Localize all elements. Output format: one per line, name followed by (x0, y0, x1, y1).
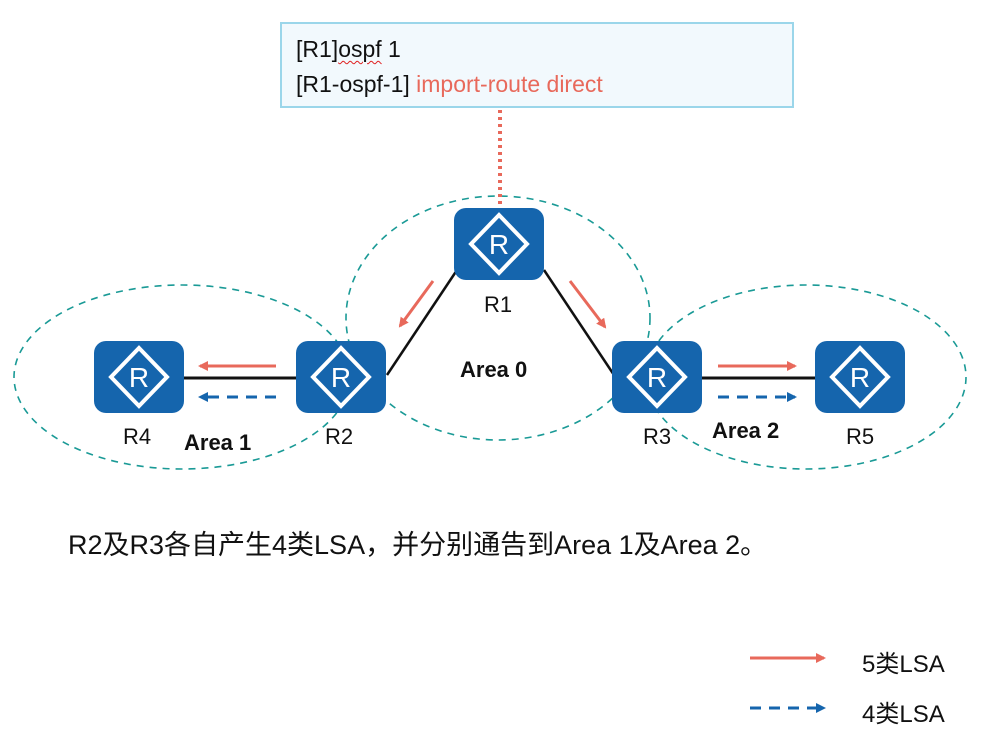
diagram-caption: R2及R3各自产生4类LSA，并分别通告到Area 1及Area 2。 (68, 530, 768, 560)
router-r1-icon (452, 206, 546, 282)
link-r1-r2 (385, 269, 459, 376)
router-r1-label: R1 (484, 292, 513, 317)
config-command-ospf: ospf (338, 36, 382, 62)
router-r2-icon (294, 339, 388, 415)
link-r1-r3 (542, 269, 616, 376)
config-process-id: 1 (381, 36, 401, 62)
router-r3-icon (610, 339, 704, 415)
config-prompt-1: [R1] (296, 36, 339, 62)
router-r2-label: R2 (325, 424, 354, 449)
config-line-1: [R1]ospf 1 (296, 36, 401, 63)
router-r3-label: R3 (643, 424, 672, 449)
type5-arrow-r1-to-r2 (398, 280, 435, 328)
area2-boundary (645, 284, 967, 470)
router-r5-label: R5 (846, 424, 875, 449)
config-command-import: import-route direct (416, 71, 603, 97)
config-prompt-2: [R1-ospf-1] (296, 71, 417, 97)
config-box: [R1]ospf 1 [R1-ospf-1] import-route dire… (280, 22, 794, 108)
legend-type5-label: 5类LSA (862, 651, 945, 678)
area0-boundary (345, 195, 651, 441)
router-r4-icon (92, 339, 186, 415)
area1-label: Area 1 (184, 430, 252, 455)
config-line-2: [R1-ospf-1] import-route direct (296, 71, 603, 98)
type5-arrow-r1-to-r3 (568, 280, 607, 329)
legend-type4-label: 4类LSA (862, 701, 945, 728)
router-r4-label: R4 (123, 424, 152, 449)
area0-label: Area 0 (460, 357, 528, 382)
area2-label: Area 2 (712, 418, 780, 443)
router-r5-icon (813, 339, 907, 415)
